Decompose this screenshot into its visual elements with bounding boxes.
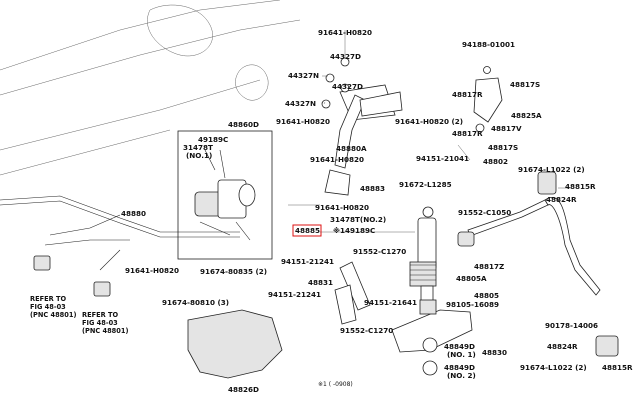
valve-pump-assembly: [177, 130, 273, 260]
part-label[interactable]: 44327D: [330, 52, 361, 61]
part-label[interactable]: 91672-L1285: [399, 180, 452, 189]
part-label[interactable]: 94151-21241: [281, 257, 334, 266]
part-label[interactable]: 48830: [482, 348, 507, 357]
part-labels: 91641-H0820 44327D 44327N 44327D 44327N …: [121, 28, 633, 394]
part-label[interactable]: 48817Z: [474, 262, 504, 271]
part-label[interactable]: 48817S: [488, 143, 518, 152]
part-label[interactable]: 94151-21041: [416, 154, 469, 163]
refer-note-line: (PNC 48801): [30, 311, 76, 319]
part-label[interactable]: 94188-01001: [462, 40, 515, 49]
vehicle-frame-outline: [0, 0, 301, 176]
part-label[interactable]: 48817R: [452, 90, 483, 99]
part-label[interactable]: 91641-H0820: [125, 266, 179, 275]
part-label[interactable]: 94151-21241: [268, 290, 321, 299]
part-label[interactable]: 48825A: [511, 111, 542, 120]
part-label[interactable]: 98105-16089: [446, 300, 499, 309]
part-label[interactable]: 91674-80835 (2): [200, 267, 267, 276]
part-label[interactable]: 31478T(NO.2): [330, 215, 386, 224]
stabilizer-bar: [457, 171, 619, 357]
part-label[interactable]: 49189C: [198, 135, 228, 144]
part-label[interactable]: 91552-C1050: [458, 208, 511, 217]
refer-note-2[interactable]: REFER TO FIG 48-03 (PNC 48801): [82, 311, 128, 335]
part-label[interactable]: (NO. 2): [447, 371, 476, 380]
part-label[interactable]: 48831: [308, 278, 333, 287]
part-label[interactable]: ※149189C: [333, 226, 375, 235]
part-label[interactable]: 44327D: [332, 82, 363, 91]
part-label[interactable]: 31478T: [183, 143, 213, 152]
part-label[interactable]: 48815R: [565, 182, 596, 191]
part-label[interactable]: 48885: [295, 226, 320, 235]
part-label[interactable]: 91674-L1022 (2): [520, 363, 587, 372]
lower-control-arm: [391, 299, 473, 376]
bracket-upper-right: [473, 66, 503, 133]
part-label[interactable]: (NO.1): [186, 151, 212, 160]
refer-note-line: FIG 48-03: [82, 319, 118, 327]
part-label[interactable]: 44327N: [288, 71, 319, 80]
part-label[interactable]: 94151-21641: [364, 298, 417, 307]
lower-links: [334, 261, 371, 325]
part-label[interactable]: 91552-C1270: [340, 326, 393, 335]
part-label[interactable]: 91674-80810 (3): [162, 298, 229, 307]
part-label[interactable]: 91641-H0820 (2): [395, 117, 463, 126]
part-label[interactable]: 91641-H0820: [310, 155, 364, 164]
part-label[interactable]: 48805A: [456, 274, 487, 283]
part-label[interactable]: 48805: [474, 291, 499, 300]
part-label[interactable]: 48883: [360, 184, 385, 193]
part-label[interactable]: 48849D: [444, 342, 475, 351]
part-label[interactable]: 48815R: [602, 363, 633, 372]
footnote: ※1 ( -0908): [318, 381, 353, 388]
part-label[interactable]: 48824R: [546, 195, 577, 204]
part-label[interactable]: 48817R: [452, 129, 483, 138]
refer-note-line: REFER TO: [82, 311, 118, 319]
part-label[interactable]: 91641-H0820: [318, 28, 372, 37]
refer-note-line: REFER TO: [30, 295, 66, 303]
part-label[interactable]: 91552-C1270: [353, 247, 406, 256]
part-label[interactable]: 48817V: [491, 124, 522, 133]
shock-absorber: [409, 206, 437, 303]
refer-note-line: (PNC 48801): [82, 327, 128, 335]
part-label[interactable]: (NO. 1): [447, 350, 476, 359]
part-label[interactable]: 48860D: [228, 120, 259, 129]
part-label[interactable]: 48880: [121, 209, 146, 218]
part-label[interactable]: 91674-L1022 (2): [518, 165, 585, 174]
highlight-box: [292, 224, 322, 237]
refer-note-line: FIG 48-03: [30, 303, 66, 311]
part-label[interactable]: 91641-H0820: [315, 203, 369, 212]
part-label[interactable]: 44327N: [285, 99, 316, 108]
protector-plate: [187, 309, 283, 379]
part-label[interactable]: 91641-H0820: [276, 117, 330, 126]
part-label[interactable]: 90178-14006: [545, 321, 598, 330]
part-label[interactable]: 48880A: [336, 144, 367, 153]
upper-link-assembly: [321, 57, 403, 196]
part-label[interactable]: 48826D: [228, 385, 259, 394]
part-label[interactable]: 48817S: [510, 80, 540, 89]
part-label[interactable]: 48849D: [444, 363, 475, 372]
part-label[interactable]: 48802: [483, 157, 508, 166]
refer-note-1[interactable]: REFER TO FIG 48-03 (PNC 48801): [30, 295, 76, 319]
brake-line-left: [0, 195, 240, 297]
part-label[interactable]: 48824R: [547, 342, 578, 351]
leader-lines: [288, 30, 570, 233]
